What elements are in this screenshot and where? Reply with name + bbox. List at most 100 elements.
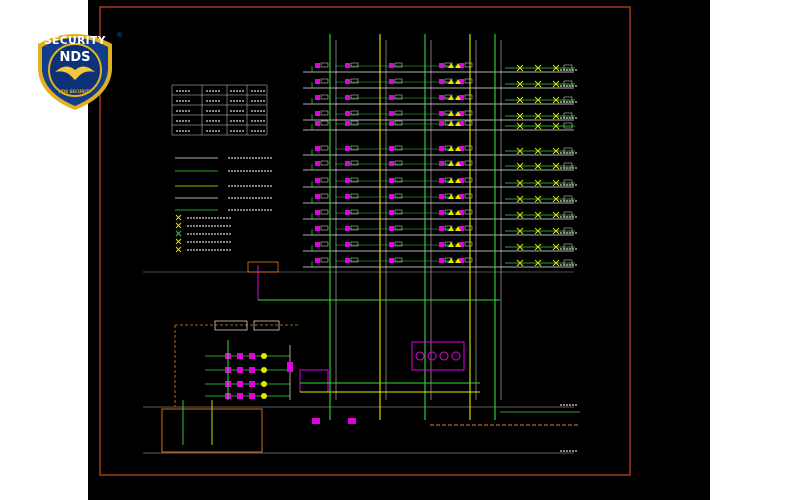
sprinkler-head-icon <box>534 80 542 88</box>
alarm-triangle <box>455 242 461 247</box>
flow-switch-box <box>350 94 359 100</box>
zone-valve <box>315 210 320 215</box>
sprinkler-head-icon <box>516 147 524 155</box>
zone-valve <box>439 226 444 231</box>
flow-switch-box <box>464 78 473 84</box>
zone-valve <box>459 226 464 231</box>
zone-valve <box>345 194 350 199</box>
flow-switch-box <box>394 209 403 215</box>
flow-switch-box <box>394 225 403 231</box>
pump-valve <box>237 367 243 373</box>
flow-switch-box <box>320 209 329 215</box>
zone-valve <box>459 242 464 247</box>
sprinkler-head-icon <box>534 243 542 251</box>
sprinkler-head-icon <box>516 179 524 187</box>
pump-valve <box>249 393 255 399</box>
pressure-gauge-icon <box>261 353 267 359</box>
sprinkler-head-icon <box>552 195 560 203</box>
zone-valve <box>389 111 394 116</box>
alarm-triangle <box>448 146 454 151</box>
zone-valve <box>345 226 350 231</box>
flow-switch-box <box>464 225 473 231</box>
alarm-triangle <box>448 111 454 116</box>
flow-switch-box <box>350 257 359 263</box>
zone-valve <box>345 121 350 126</box>
zone-valve <box>315 178 320 183</box>
flow-switch-box <box>394 177 403 183</box>
flow-switch-box <box>350 209 359 215</box>
sprinkler-head-icon <box>516 64 524 72</box>
zone-valve <box>389 210 394 215</box>
flow-switch-box <box>350 177 359 183</box>
zone-valve <box>459 210 464 215</box>
zone-valve <box>345 210 350 215</box>
flow-switch-box <box>464 193 473 199</box>
alarm-triangle <box>455 146 461 151</box>
sprinkler-head-icon <box>534 195 542 203</box>
alarm-triangle <box>455 79 461 84</box>
pump-valve <box>237 381 243 387</box>
zone-valve <box>389 258 394 263</box>
zone-valve <box>389 178 394 183</box>
zone-valve <box>459 95 464 100</box>
alarm-triangle <box>455 161 461 166</box>
flow-switch-box <box>464 160 473 166</box>
alarm-triangle <box>455 226 461 231</box>
sprinkler-head-icon <box>534 227 542 235</box>
sprinkler-head-icon <box>534 96 542 104</box>
pump-valve <box>249 367 255 373</box>
logo-eagle-icon <box>55 66 95 80</box>
flow-switch-box <box>394 257 403 263</box>
flow-switch-box <box>394 160 403 166</box>
alarm-valve-icon <box>415 351 425 361</box>
alarm-triangle <box>455 258 461 263</box>
flow-switch-box <box>394 110 403 116</box>
pump-valve <box>249 381 255 387</box>
flow-switch-box <box>320 160 329 166</box>
alarm-triangle <box>448 210 454 215</box>
flow-switch-box <box>464 177 473 183</box>
zone-valve <box>439 63 444 68</box>
zone-valve <box>439 146 444 151</box>
sprinkler-head-icon <box>552 122 560 130</box>
logo-registered-mark: ® <box>116 31 123 39</box>
alarm-valve-icon <box>427 351 437 361</box>
alarm-triangle <box>448 258 454 263</box>
zone-valve <box>389 226 394 231</box>
zone-valve <box>315 242 320 247</box>
nds-security-logo: SECURITY NDS NDS SECURITY ® <box>38 31 123 110</box>
flow-switch-box <box>320 110 329 116</box>
zone-valve <box>459 194 464 199</box>
flow-switch-box <box>320 145 329 151</box>
sprinkler-head-icon <box>534 122 542 130</box>
sprinkler-head-icon <box>534 162 542 170</box>
zone-valve <box>439 95 444 100</box>
zone-valve <box>459 121 464 126</box>
sprinkler-head-icon <box>516 162 524 170</box>
flow-switch-box <box>464 110 473 116</box>
alarm-triangle <box>448 194 454 199</box>
sprinkler-head-icon <box>516 211 524 219</box>
zone-valve <box>315 111 320 116</box>
flow-switch-box <box>320 62 329 68</box>
sprinkler-head-icon <box>516 96 524 104</box>
flow-switch-box <box>464 94 473 100</box>
legend-symbol-icon <box>175 230 182 237</box>
zone-valve <box>439 121 444 126</box>
end-test-box <box>563 122 573 129</box>
flow-switch-box <box>320 177 329 183</box>
zone-valve <box>439 111 444 116</box>
flow-switch-box <box>320 241 329 247</box>
flow-switch-box <box>350 241 359 247</box>
sprinkler-head-icon <box>552 80 560 88</box>
flow-switch-box <box>320 193 329 199</box>
zone-valve <box>459 161 464 166</box>
pressure-gauge-icon <box>261 393 267 399</box>
alarm-triangle <box>455 111 461 116</box>
zone-valve <box>345 242 350 247</box>
sprinkler-head-icon <box>516 243 524 251</box>
drawing-frame <box>99 6 631 476</box>
sprinkler-head-icon <box>534 112 542 120</box>
flow-switch-box <box>320 257 329 263</box>
